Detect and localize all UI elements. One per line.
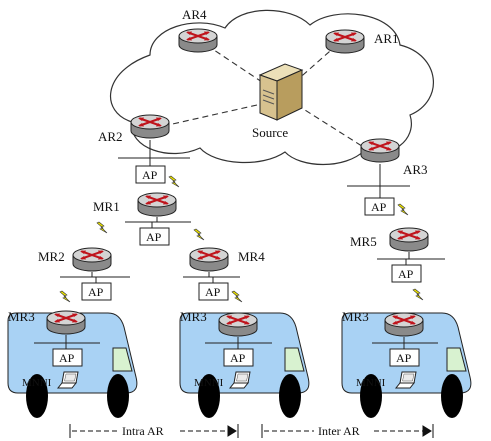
router-label-mr1: MR1 <box>93 199 120 214</box>
inter-ar-range <box>261 424 434 438</box>
wheel-icon <box>441 374 463 418</box>
ap-box-mr4: AP <box>198 282 229 301</box>
ap-label: AP <box>230 351 246 365</box>
router-icon-ar1 <box>325 29 365 54</box>
ap-label: AP <box>59 351 75 365</box>
node-label-3: MNNI <box>356 377 386 389</box>
router-label-ar4: AR4 <box>182 7 207 22</box>
wireless-link-icon <box>412 288 424 301</box>
router-icon-mr3 <box>46 310 86 335</box>
ap-label: AP <box>371 200 387 214</box>
intra-ar-range <box>69 424 239 438</box>
node-label-2: MNNI <box>194 377 224 389</box>
source-label: Source <box>252 125 288 140</box>
intra-ar-label: Intra AR <box>122 424 164 438</box>
wheel-icon <box>198 374 220 418</box>
router-icon-mr1 <box>137 192 177 217</box>
wheel-icon <box>26 374 48 418</box>
ap-box-ar3: AP <box>364 197 395 216</box>
mr1-subnet <box>125 217 191 228</box>
wheel-icon <box>107 374 129 418</box>
router-label-ar2: AR2 <box>98 129 123 144</box>
ar3-subnet <box>347 164 410 198</box>
router-icon-ar3 <box>360 138 400 163</box>
vehicle-2: AP <box>179 312 310 418</box>
router-label-mr4: MR4 <box>238 249 265 264</box>
wireless-link-icon <box>397 203 409 216</box>
router-label-ar1: AR1 <box>374 31 399 46</box>
mr4-subnet <box>183 272 240 283</box>
ar2-subnet <box>118 140 190 166</box>
router-label-mr3-1: MR3 <box>8 309 35 324</box>
source-server-icon <box>258 63 304 121</box>
ap-box-mr1: AP <box>139 227 170 246</box>
wireless-link-icon <box>59 290 71 303</box>
ap-box-mr2: AP <box>81 282 112 301</box>
ap-label: AP <box>398 267 414 281</box>
router-label-mr3-2: MR3 <box>180 309 207 324</box>
router-label-ar3: AR3 <box>403 162 428 177</box>
vehicle-3: AP <box>341 312 472 418</box>
router-label-mr3-3: MR3 <box>342 309 369 324</box>
ap-box-mr5: AP <box>391 264 422 283</box>
wireless-link-icon <box>96 221 108 234</box>
wireless-link-icon <box>168 175 180 188</box>
router-icon-ar4 <box>178 28 218 53</box>
inter-ar-label: Inter AR <box>318 424 360 438</box>
wireless-link-icon <box>231 290 243 303</box>
mr5-subnet <box>377 252 445 265</box>
wireless-link-icon <box>193 228 205 241</box>
router-icon-mr4 <box>189 247 229 272</box>
router-icon-mr3 <box>218 312 258 337</box>
router-icon-ar2 <box>130 114 170 139</box>
mr2-subnet <box>60 272 130 283</box>
vehicle-1: AP <box>7 310 138 418</box>
router-icon-mr2 <box>72 247 112 272</box>
ap-label: AP <box>142 168 158 182</box>
wheel-icon <box>360 374 382 418</box>
router-label-mr2: MR2 <box>38 249 65 264</box>
ap-label: AP <box>396 351 412 365</box>
ap-label: AP <box>146 230 162 244</box>
router-label-mr5: MR5 <box>350 234 377 249</box>
router-icon-mr5 <box>389 227 429 252</box>
ap-label: AP <box>205 285 221 299</box>
node-label-1: MNNI <box>22 377 52 389</box>
wheel-icon <box>279 374 301 418</box>
ap-box-ar2: AP <box>135 165 166 184</box>
router-icon-mr3 <box>384 312 424 337</box>
ap-label: AP <box>88 285 104 299</box>
source-links <box>167 43 366 149</box>
